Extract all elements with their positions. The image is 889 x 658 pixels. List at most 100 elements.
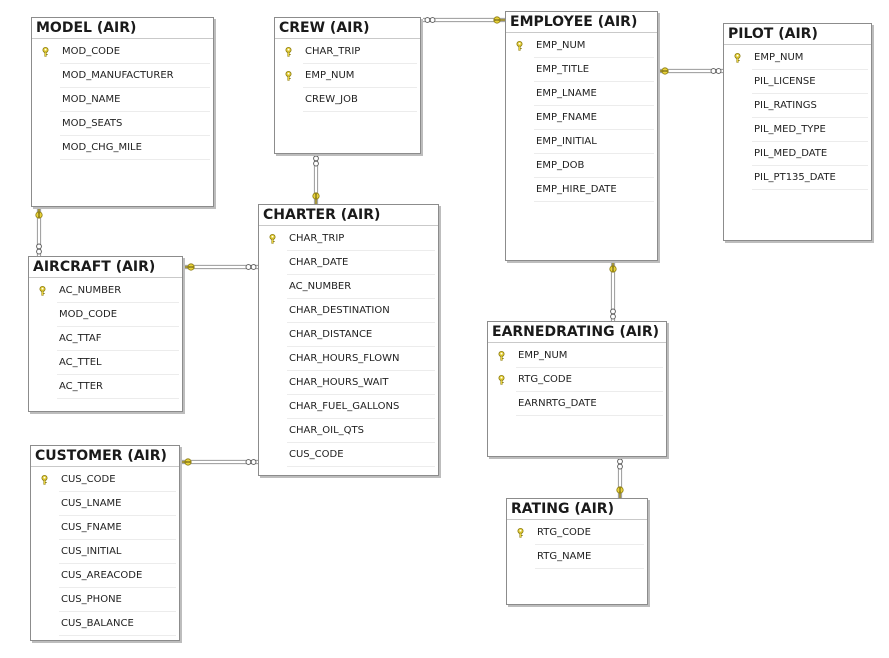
relationship-employee-earnedrating[interactable] [609, 261, 617, 321]
column-row[interactable]: EARNRTG_DATE [491, 392, 663, 416]
many-end-infinity-icon [36, 243, 42, 255]
row-gutter [727, 166, 748, 190]
column-row[interactable]: PIL_RATINGS [727, 94, 868, 118]
relationship-rating-earnedrating[interactable] [616, 457, 624, 498]
column-row[interactable]: PIL_MED_DATE [727, 142, 868, 166]
column-row[interactable]: EMP_HIRE_DATE [509, 178, 654, 202]
column-row[interactable]: CUS_CODE [262, 443, 435, 467]
column-row[interactable]: CUS_FNAME [34, 516, 176, 540]
column-row[interactable]: MOD_CODE [35, 40, 210, 64]
column-row[interactable]: AC_TTEL [32, 351, 179, 375]
row-separator [287, 394, 435, 395]
relationship-crew-employee[interactable] [423, 16, 505, 24]
column-name: EMP_NUM [754, 52, 804, 63]
row-separator [60, 63, 210, 64]
column-row[interactable]: MOD_SEATS [35, 112, 210, 136]
column-row[interactable]: CUS_INITIAL [34, 540, 176, 564]
column-row[interactable]: MOD_NAME [35, 88, 210, 112]
column-row[interactable]: CHAR_DESTINATION [262, 299, 435, 323]
column-row[interactable]: CREW_JOB [278, 88, 417, 112]
row-gutter [32, 351, 53, 375]
column-row[interactable]: CUS_LNAME [34, 492, 176, 516]
row-separator [59, 491, 176, 492]
relationship-charter-crew[interactable] [312, 154, 320, 204]
column-row[interactable]: CUS_PHONE [34, 588, 176, 612]
table-title[interactable]: PILOT (AIR) [724, 24, 871, 45]
column-row[interactable]: EMP_TITLE [509, 58, 654, 82]
row-separator [287, 250, 435, 251]
row-gutter [34, 564, 55, 588]
column-name: EMP_DOB [536, 160, 585, 171]
column-row[interactable]: MOD_CODE [32, 303, 179, 327]
column-row[interactable]: EMP_NUM [278, 64, 417, 88]
column-row[interactable]: RTG_CODE [491, 368, 663, 392]
column-row[interactable]: EMP_FNAME [509, 106, 654, 130]
column-row[interactable]: EMP_INITIAL [509, 130, 654, 154]
column-row[interactable]: CHAR_DISTANCE [262, 323, 435, 347]
column-row[interactable]: PIL_PT135_DATE [727, 166, 868, 190]
column-row[interactable]: AC_NUMBER [32, 279, 179, 303]
column-row[interactable]: AC_TTAF [32, 327, 179, 351]
column-name: MOD_CHG_MILE [62, 142, 142, 153]
column-row[interactable]: CHAR_HOURS_WAIT [262, 371, 435, 395]
row-gutter [32, 375, 53, 399]
column-name: CHAR_TRIP [289, 233, 345, 244]
table-title[interactable]: AIRCRAFT (AIR) [29, 257, 182, 278]
column-row[interactable]: CUS_CODE [34, 468, 176, 492]
column-row[interactable]: EMP_NUM [727, 46, 868, 70]
relationship-employee-pilot[interactable] [657, 67, 723, 75]
column-row[interactable]: EMP_NUM [509, 34, 654, 58]
table-title[interactable]: CUSTOMER (AIR) [31, 446, 179, 467]
row-gutter [278, 64, 299, 88]
column-row[interactable]: EMP_LNAME [509, 82, 654, 106]
column-row[interactable]: RTG_NAME [510, 545, 644, 569]
column-name: RTG_CODE [537, 527, 591, 538]
table-title[interactable]: EMPLOYEE (AIR) [506, 12, 657, 33]
table-title[interactable]: MODEL (AIR) [32, 18, 213, 39]
table-title[interactable]: CREW (AIR) [275, 18, 420, 39]
column-row[interactable]: CHAR_TRIP [278, 40, 417, 64]
relationship-aircraft-charter[interactable] [183, 263, 258, 271]
column-row[interactable]: CUS_AREACODE [34, 564, 176, 588]
primary-key-icon [269, 234, 276, 244]
column-row[interactable]: CHAR_FUEL_GALLONS [262, 395, 435, 419]
column-row[interactable]: AC_NUMBER [262, 275, 435, 299]
column-row[interactable]: PIL_LICENSE [727, 70, 868, 94]
many-end-infinity-icon [245, 459, 257, 465]
relationship-customer-charter[interactable] [180, 458, 258, 466]
column-row[interactable]: CHAR_DATE [262, 251, 435, 275]
column-row[interactable]: PIL_MED_TYPE [727, 118, 868, 142]
table-title[interactable]: RATING (AIR) [507, 499, 647, 520]
column-row[interactable]: RTG_CODE [510, 521, 644, 545]
column-row[interactable]: CHAR_HOURS_FLOWN [262, 347, 435, 371]
column-row[interactable]: EMP_DOB [509, 154, 654, 178]
column-row[interactable]: MOD_CHG_MILE [35, 136, 210, 160]
table-rating[interactable]: RATING (AIR) RTG_CODE RTG_NAME [506, 498, 648, 605]
column-row[interactable]: MOD_MANUFACTURER [35, 64, 210, 88]
column-row[interactable]: AC_TTER [32, 375, 179, 399]
relationship-model-aircraft[interactable] [35, 207, 43, 256]
table-title[interactable]: EARNEDRATING (AIR) [488, 322, 666, 343]
table-title[interactable]: CHARTER (AIR) [259, 205, 438, 226]
column-row[interactable]: CHAR_OIL_QTS [262, 419, 435, 443]
row-separator [57, 350, 179, 351]
column-row[interactable]: CUS_BALANCE [34, 612, 176, 636]
column-row[interactable]: EMP_NUM [491, 344, 663, 368]
row-gutter [491, 344, 512, 368]
row-gutter [509, 58, 530, 82]
column-row[interactable]: CHAR_TRIP [262, 227, 435, 251]
column-name: MOD_SEATS [62, 118, 123, 129]
column-name: EMP_INITIAL [536, 136, 597, 147]
column-name: CUS_CODE [289, 449, 344, 460]
